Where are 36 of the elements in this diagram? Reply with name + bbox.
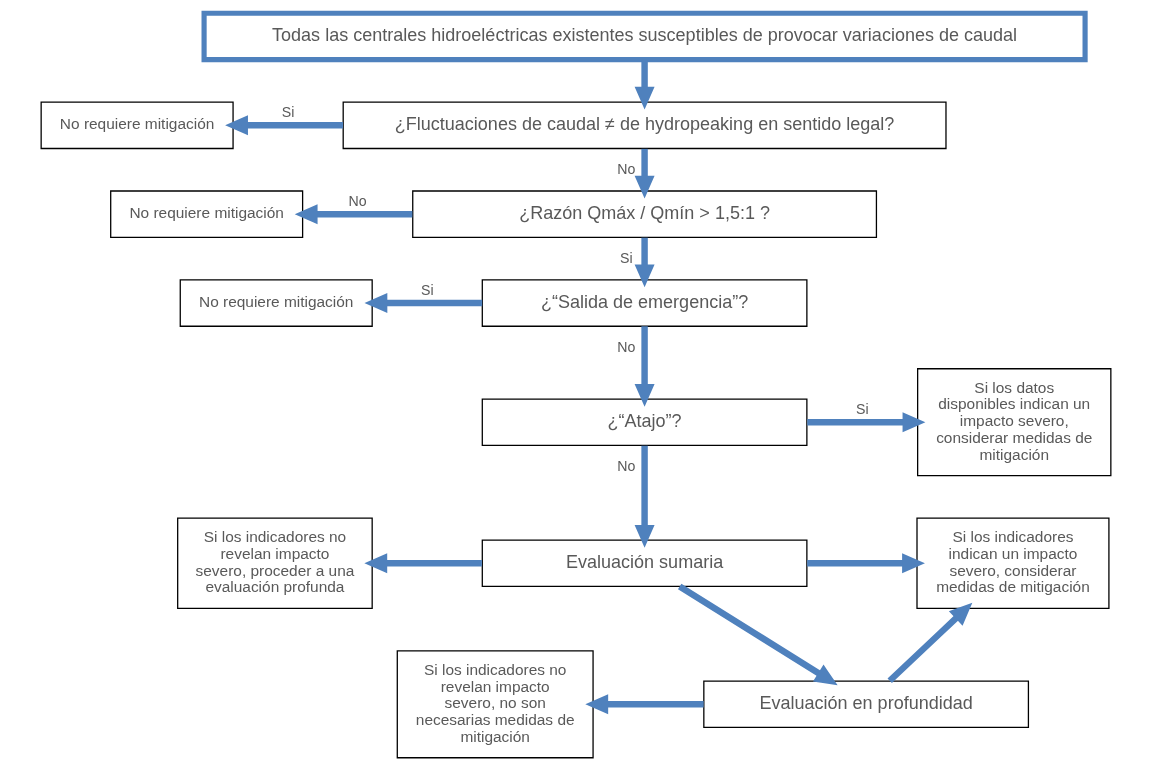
node-box: No requiere mitigación [109, 190, 303, 239]
node-box: ¿“Salida de emergencia”? [481, 279, 808, 327]
arrow [363, 553, 482, 574]
arrow [677, 583, 838, 686]
node-box: Si los indicadores no revelan impacto severo, proceder a una evaluación profunda [176, 517, 373, 609]
node-box: Evaluación en profundidad [702, 680, 1029, 729]
edge-label: No [616, 338, 635, 355]
edge-label: No [616, 161, 635, 178]
arrow [887, 602, 972, 684]
arrow [634, 445, 655, 548]
edge-label: Si [855, 401, 869, 418]
node-box: ¿“Atajo”? [481, 398, 808, 447]
edge-label: Si [281, 104, 294, 121]
arrow [364, 293, 482, 314]
arrow [294, 204, 412, 225]
arrow [634, 237, 655, 288]
node-box: Todas las centrales hidroeléctricas existentes susceptibles de provocar variaciones de caudal [201, 10, 1088, 63]
node-box: Si los indicadores indican un impacto severo, considerar medidas de mitigación [915, 517, 1110, 609]
node-box: Evaluación sumaria [481, 539, 808, 588]
arrow [584, 694, 704, 715]
node-box: ¿Fluctuaciones de caudal ≠ de hydropeaking en sentido legal? [342, 101, 947, 150]
node-box: No requiere mitigación [40, 101, 234, 150]
node-box: Si los indicadores no revelan impacto severo, no son necesarias medidas de mitigación [396, 650, 594, 759]
arrow [224, 115, 343, 136]
arrow [806, 553, 925, 574]
edge-label: No [616, 458, 635, 475]
arrow [634, 59, 655, 110]
node-box: Si los datos disponibles indican un impacto severo, considerar medidas de mitigación [916, 368, 1111, 477]
arrow [634, 326, 655, 407]
arrow [806, 412, 925, 433]
arrow [634, 148, 655, 199]
node-box: No requiere mitigación [179, 279, 373, 327]
edge-label: Si [619, 250, 633, 267]
edge-label: No [348, 193, 367, 210]
node-box: ¿Razón Qmáx / Qmín > 1,5:1 ? [411, 190, 877, 239]
edge-label: Si [420, 282, 434, 299]
